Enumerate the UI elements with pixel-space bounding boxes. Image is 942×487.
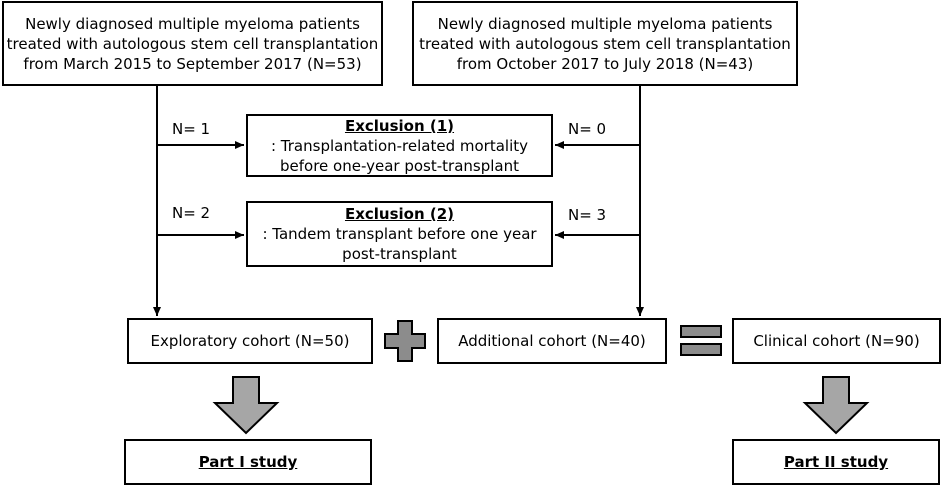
exclusion-1-line-2: before one-year post-transplant [280,156,519,175]
source-right-line-2: treated with autologous stem cell transp… [419,34,791,53]
excl1-n-right: N= 0 [568,120,607,138]
part-2-study-box: Part II study [732,439,940,485]
excl2-n-left: N= 2 [172,204,211,222]
exploratory-cohort-label: Exploratory cohort (N=50) [150,332,350,350]
plus-icon [384,320,426,362]
source-box-left: Newly diagnosed multiple myeloma patient… [2,1,383,86]
part-1-study-label: Part I study [198,453,298,471]
exclusion-2-line-1: : Tandem transplant before one year [262,225,537,243]
exclusion-1-line-1: : Transplantation-related mortality [270,136,528,155]
additional-cohort-label: Additional cohort (N=40) [458,332,646,350]
exclusion-1-title: Exclusion (1) [344,116,455,135]
source-left-line-3: from March 2015 to September 2017 (N=53) [23,54,362,73]
source-left-line-1: Newly diagnosed multiple myeloma patient… [25,14,360,33]
exclusion-2-line-2: post-transplant [342,245,457,263]
exclusion-1-box: Exclusion (1) : Transplantation-related … [246,114,553,177]
exclusion-2-box: Exclusion (2) : Tandem transplant before… [246,201,553,267]
down-arrow-left-icon [212,376,280,435]
source-right-line-3: from October 2017 to July 2018 (N=43) [456,54,754,73]
source-box-right: Newly diagnosed multiple myeloma patient… [412,1,798,86]
part-1-study-box: Part I study [124,439,372,485]
additional-cohort-box: Additional cohort (N=40) [437,318,667,364]
clinical-cohort-box: Clinical cohort (N=90) [732,318,941,364]
source-left-line-2: treated with autologous stem cell transp… [6,34,379,53]
exploratory-cohort-box: Exploratory cohort (N=50) [127,318,373,364]
exclusion-2-title: Exclusion (2) [344,205,455,223]
down-arrow-right-icon [802,376,870,435]
clinical-cohort-label: Clinical cohort (N=90) [753,332,920,350]
part-2-study-label: Part II study [783,453,889,471]
source-right-line-1: Newly diagnosed multiple myeloma patient… [437,14,773,33]
excl2-n-right: N= 3 [568,206,607,224]
excl1-n-left: N= 1 [172,120,211,138]
equals-icon [680,325,722,356]
